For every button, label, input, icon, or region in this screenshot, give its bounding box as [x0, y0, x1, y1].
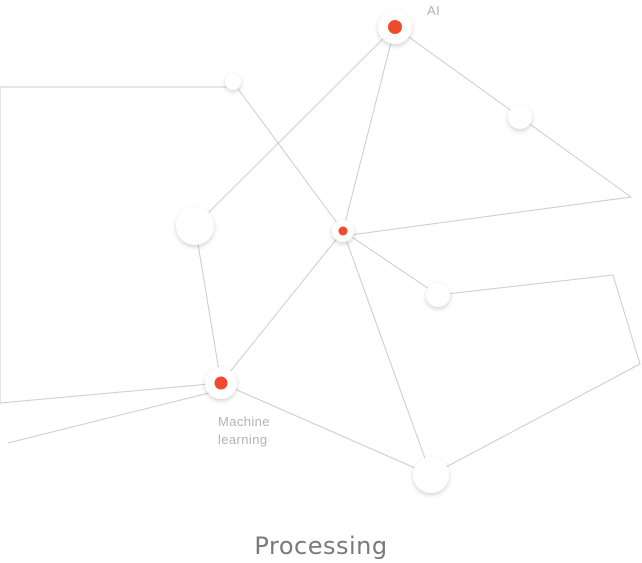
machine-learning-label: Machine learning	[218, 413, 270, 449]
nodes	[176, 10, 532, 493]
edge-right-node-far	[342, 116, 633, 237]
edge-left-node-ml	[194, 225, 222, 384]
diagram-caption: Processing	[254, 532, 388, 560]
edge-mid-node-right-frame	[430, 274, 641, 476]
node-bottom-large	[413, 457, 449, 493]
machine-learning-label-line2: learning	[218, 432, 268, 447]
edge-ai-right-node	[394, 26, 521, 118]
node-ai-core	[388, 20, 402, 34]
edges	[0, 26, 641, 476]
node-mid-right	[426, 283, 450, 307]
node-top-small	[225, 74, 241, 90]
node-left-large	[176, 207, 214, 245]
edge-top-node-hub	[232, 81, 344, 232]
machine-learning-label-line1: Machine	[218, 414, 270, 429]
edge-hub-bottom-node	[342, 230, 432, 476]
edge-ml-offscreen	[7, 389, 222, 444]
edge-ml-bottom-node	[220, 382, 432, 476]
edge-top-node-left-frame	[0, 86, 233, 404]
node-machine-learning-core	[214, 376, 228, 390]
ai-label: AI	[427, 3, 441, 18]
edge-ai-hub	[342, 26, 396, 232]
node-right-upper	[508, 105, 532, 129]
edge-hub-ml	[220, 230, 344, 384]
node-hub-core	[338, 226, 348, 236]
edge-ai-left-node	[194, 26, 396, 227]
edge-hub-mid-node	[342, 230, 439, 296]
